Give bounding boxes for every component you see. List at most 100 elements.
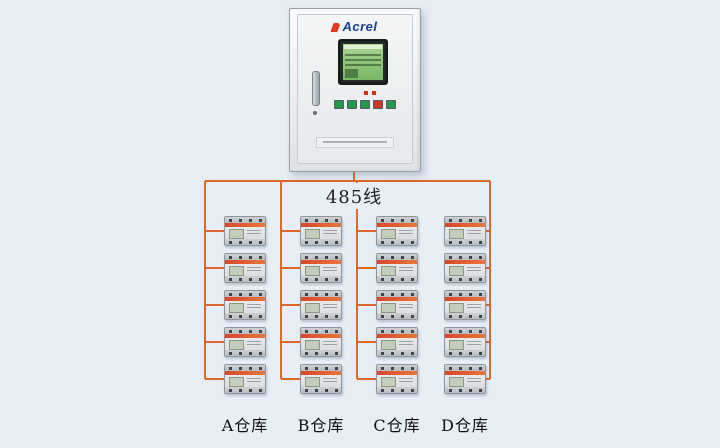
device-lcd — [381, 377, 396, 387]
terminal-screw — [478, 277, 482, 281]
terminal-screw — [248, 329, 252, 333]
terminal-screw — [248, 255, 252, 259]
terminal-screw — [380, 388, 384, 392]
warehouse-label-B: B仓库 — [297, 416, 345, 435]
device-markings — [399, 304, 413, 310]
terminal-screw — [324, 366, 328, 370]
terminal-screw — [334, 292, 338, 296]
terminal-screw — [228, 388, 232, 392]
terminal-screw — [478, 240, 482, 244]
terminal-screw — [390, 351, 394, 355]
energy-meter-device — [224, 290, 266, 320]
device-markings — [467, 230, 481, 236]
terminal-screw — [468, 366, 472, 370]
energy-meter-device — [224, 253, 266, 283]
device-terminals-bottom — [225, 276, 265, 282]
device-lcd — [305, 340, 320, 350]
device-lcd — [381, 229, 396, 239]
terminal-screw — [390, 388, 394, 392]
device-face — [301, 264, 341, 276]
terminal-screw — [248, 277, 252, 281]
device-brand-stripe — [377, 297, 417, 301]
terminal-screw — [458, 255, 462, 259]
device-face — [225, 227, 265, 239]
terminal-screw — [390, 329, 394, 333]
device-lcd — [229, 303, 244, 313]
device-markings — [467, 304, 481, 310]
terminal-screw — [468, 218, 472, 222]
terminal-screw — [324, 351, 328, 355]
terminal-screw — [468, 255, 472, 259]
terminal-screw — [324, 277, 328, 281]
terminal-screw — [380, 277, 384, 281]
device-brand-stripe — [445, 260, 485, 264]
terminal-screw — [410, 314, 414, 318]
device-markings — [247, 378, 261, 384]
device-terminals-top — [225, 217, 265, 223]
terminal-screw — [334, 277, 338, 281]
device-lcd — [229, 266, 244, 276]
device-terminals-top — [445, 217, 485, 223]
terminal-screw — [410, 292, 414, 296]
terminal-screw — [458, 292, 462, 296]
terminal-screw — [304, 292, 308, 296]
terminal-screw — [324, 388, 328, 392]
lcd-text-row — [345, 54, 381, 56]
device-lcd — [449, 340, 464, 350]
device-markings — [247, 341, 261, 347]
device-markings — [467, 267, 481, 273]
device-terminals-bottom — [377, 276, 417, 282]
terminal-screw — [248, 292, 252, 296]
energy-meter-device — [300, 290, 342, 320]
terminal-screw — [248, 218, 252, 222]
terminal-screw — [458, 218, 462, 222]
device-terminals-top — [445, 365, 485, 371]
device-face — [377, 264, 417, 276]
device-terminals-top — [301, 328, 341, 334]
device-brand-stripe — [377, 371, 417, 375]
device-face — [225, 264, 265, 276]
terminal-screw — [334, 366, 338, 370]
terminal-screw — [380, 314, 384, 318]
terminal-screw — [238, 277, 242, 281]
lcd-header-row — [344, 45, 382, 49]
terminal-screw — [448, 240, 452, 244]
terminal-screw — [228, 314, 232, 318]
acrel-monitoring-cabinet: Acrel — [289, 8, 421, 172]
red-indicator-light — [364, 91, 368, 95]
device-terminals-bottom — [445, 387, 485, 393]
acrel-logo-mark — [330, 23, 342, 32]
terminal-screw — [314, 366, 318, 370]
terminal-screw — [390, 255, 394, 259]
device-face — [377, 301, 417, 313]
terminal-screw — [400, 218, 404, 222]
terminal-screw — [304, 255, 308, 259]
device-terminals-bottom — [301, 313, 341, 319]
device-markings — [399, 378, 413, 384]
terminal-screw — [238, 218, 242, 222]
device-terminals-top — [301, 365, 341, 371]
device-brand-stripe — [445, 334, 485, 338]
device-terminals-bottom — [377, 239, 417, 245]
terminal-screw — [324, 218, 328, 222]
device-terminals-bottom — [301, 387, 341, 393]
terminal-screw — [304, 314, 308, 318]
terminal-screw — [448, 255, 452, 259]
terminal-screw — [334, 329, 338, 333]
terminal-screw — [304, 351, 308, 355]
lcd-text-row — [345, 64, 381, 66]
device-brand-stripe — [301, 223, 341, 227]
energy-meter-device — [444, 290, 486, 320]
device-lcd — [449, 377, 464, 387]
device-terminals-bottom — [445, 350, 485, 356]
device-brand-stripe — [377, 334, 417, 338]
energy-meter-device — [300, 327, 342, 357]
terminal-screw — [304, 218, 308, 222]
terminal-screw — [314, 314, 318, 318]
terminal-screw — [380, 366, 384, 370]
terminal-screw — [238, 314, 242, 318]
bus-label-485: 485线 — [319, 183, 389, 209]
terminal-screw — [390, 366, 394, 370]
terminal-screw — [390, 292, 394, 296]
energy-meter-device — [444, 216, 486, 246]
